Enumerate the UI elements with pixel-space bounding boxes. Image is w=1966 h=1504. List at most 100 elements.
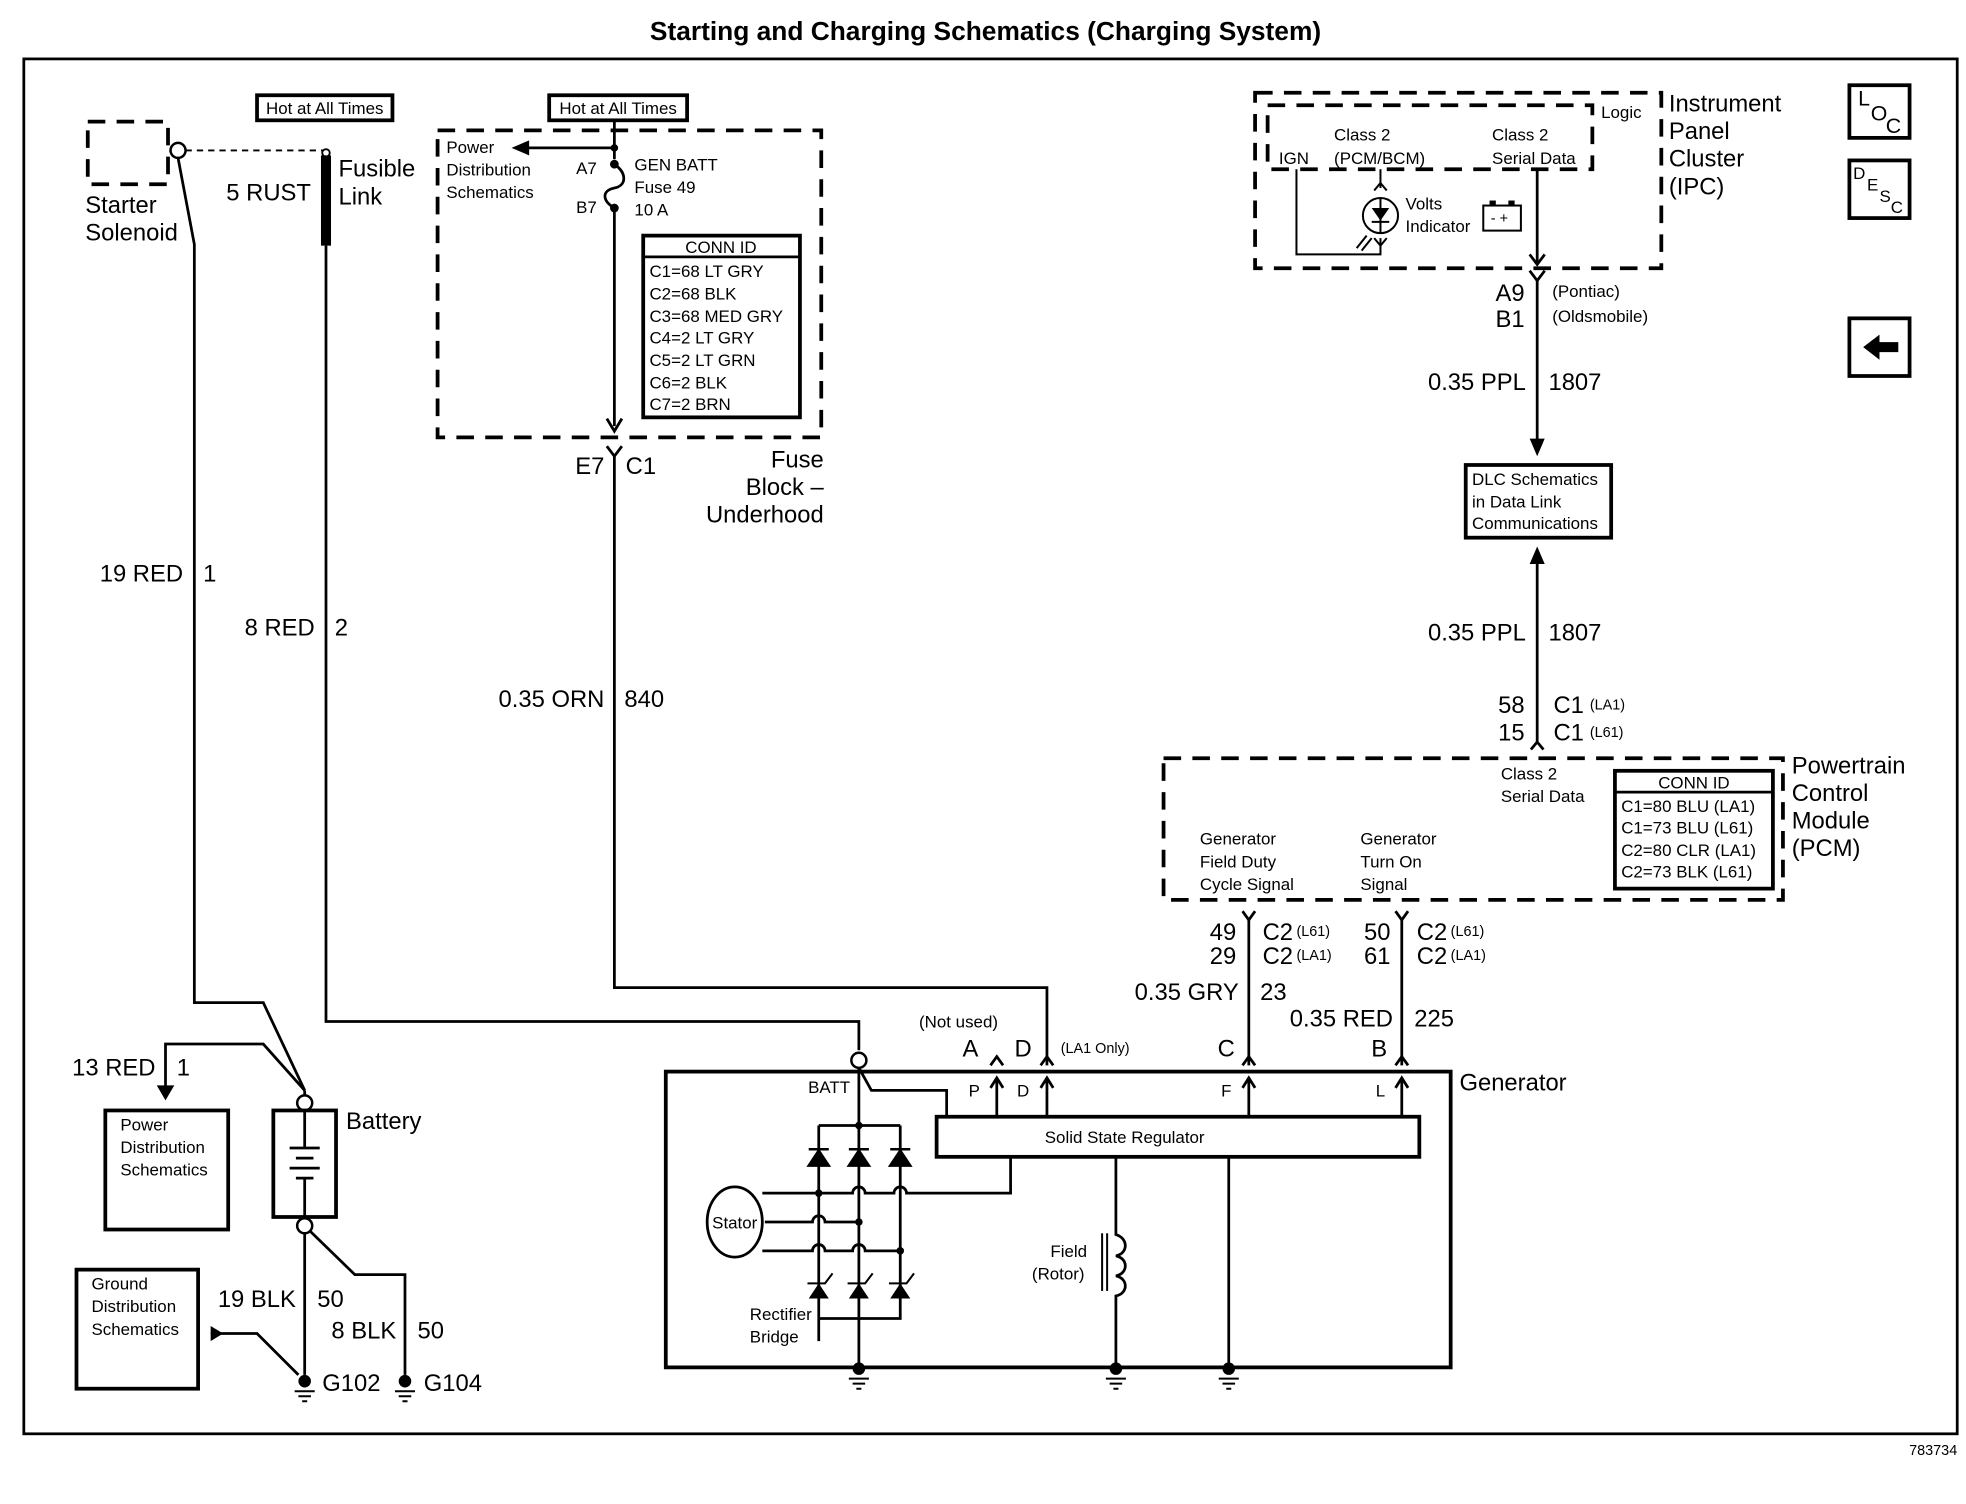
pcm-field-pin-29: 29: [1210, 943, 1236, 970]
field-label-2: (Rotor): [1032, 1265, 1085, 1284]
power-distribution-link[interactable]: Power Distribution Schematics: [103, 1108, 231, 1232]
pcm-conn-id-table: CONN ID C1=80 BLU (LA1) C1=73 BLU (L61) …: [1613, 768, 1775, 891]
wire-19red-label: 19 RED: [100, 561, 183, 588]
fuse-block-name-2: Block –: [746, 474, 825, 501]
fuse-conn-row: C1=68 LT GRY: [649, 262, 763, 281]
volts-indicator-label-1: Volts: [1406, 194, 1443, 213]
generator-la1-only: (LA1 Only): [1061, 1041, 1130, 1057]
wire-8blk-circuit: 50: [418, 1318, 444, 1345]
connector-e7-symbol: [605, 445, 624, 459]
svg-text:Power: Power: [120, 1116, 168, 1135]
fuse-conn-row: C5=2 LT GRN: [649, 351, 755, 370]
pcm-class2-1: Class 2: [1501, 765, 1557, 784]
svg-text:Ground: Ground: [92, 1275, 148, 1294]
battery-positive-terminal: [295, 1094, 314, 1112]
pcm-name-4: (PCM): [1792, 835, 1861, 862]
pcm-name-2: Control: [1792, 780, 1869, 807]
pcm-serial-conn-1: C1: [1553, 692, 1583, 719]
stator-label: Stator: [712, 1213, 757, 1232]
generator-ground-2: [1105, 1362, 1126, 1390]
svg-text:Hot at All Times: Hot at All Times: [266, 99, 383, 118]
pcm-turnon-conn-1: C2: [1417, 919, 1447, 946]
svg-text:Solid State Regulator: Solid State Regulator: [1045, 1128, 1205, 1147]
pcm-serial-note-l61: (L61): [1590, 725, 1624, 741]
generator-ground-1: [848, 1362, 869, 1390]
fuse-label-2: Fuse 49: [634, 178, 695, 197]
connector-c1: C1: [626, 453, 656, 480]
pcm-gen-field-1: Generator: [1200, 830, 1277, 849]
desc-letter-d: D: [1853, 164, 1865, 183]
generator-batt-terminal: [850, 1051, 868, 1070]
fuse-powerdist-1: Power: [446, 138, 494, 157]
pcm-conn-row: C1=73 BLU (L61): [1621, 818, 1753, 837]
pcm-turnon-pin-61: 61: [1364, 943, 1390, 970]
ipc-class2-serial-1: Class 2: [1492, 125, 1548, 144]
pcm-serial-note-la1: (LA1): [1590, 697, 1625, 713]
ipc-name-2: Panel: [1669, 118, 1730, 145]
fuse-conn-row: C2=68 BLK: [649, 285, 737, 304]
ipc-logic-outline: [1265, 103, 1595, 172]
pcm-name-3: Module: [1792, 807, 1870, 834]
rectifier-label-1: Rectifier: [750, 1305, 812, 1324]
ipc-pin-b1: B1: [1496, 306, 1525, 333]
back-button[interactable]: [1847, 316, 1912, 378]
wire-orn-circuit: 840: [624, 686, 664, 713]
gen-int-f: F: [1221, 1082, 1231, 1101]
wire-0-35-orn: [612, 456, 1049, 1066]
wire-red-label: 0.35 RED: [1290, 1005, 1393, 1032]
pcm-turnon-connector-symbol: [1394, 910, 1410, 923]
wire-orn-label: 0.35 ORN: [499, 686, 605, 713]
svg-text:Distribution: Distribution: [120, 1138, 205, 1157]
fuse-label-1: GEN BATT: [634, 155, 717, 174]
svg-text:in Data Link: in Data Link: [1472, 493, 1562, 512]
ground-g104-icon: [394, 1374, 416, 1403]
connector-e7-pin: E7: [575, 453, 604, 480]
gen-term-d: D: [1015, 1036, 1032, 1063]
desc-button[interactable]: D E S C: [1847, 158, 1912, 220]
rectifier-label-2: Bridge: [750, 1327, 799, 1346]
gen-term-b: B: [1371, 1036, 1387, 1063]
dlc-schematics-link[interactable]: DLC Schematics in Data Link Communicatio…: [1463, 463, 1614, 540]
pcm-conn-row: C1=80 BLU (LA1): [1621, 797, 1755, 816]
fuse-block-name-3: Underhood: [706, 502, 824, 529]
hot-label-2: Hot at All Times: [547, 93, 689, 123]
pcm-field-note-1: (L61): [1296, 924, 1330, 940]
fusible-label-1: Fusible: [339, 156, 416, 183]
pcm-serial-pin-15: 15: [1498, 720, 1524, 747]
generator-outline: [663, 1069, 1453, 1370]
wire-ppl2-circuit: 1807: [1548, 619, 1601, 646]
pcm-conn-id-header: CONN ID: [1658, 773, 1729, 792]
ground-distribution-link[interactable]: Ground Distribution Schematics: [74, 1267, 200, 1391]
wire-19blk-label: 19 BLK: [218, 1286, 296, 1313]
pcm-field-connector-symbol: [1241, 910, 1257, 923]
wire-19-red: [176, 157, 306, 1091]
fusible-label-2: Link: [339, 183, 383, 210]
pcm-gen-field-2: Field Duty: [1200, 852, 1277, 871]
starter-label-2: Solenoid: [85, 220, 178, 247]
fuse-pin-b7: B7: [576, 198, 597, 217]
ipc-name-3: Cluster: [1669, 146, 1744, 173]
loc-button[interactable]: L O C: [1847, 83, 1912, 140]
left-arrow-icon: [1863, 334, 1899, 360]
ground-g104-label: G104: [424, 1370, 482, 1397]
volts-indicator-led-icon: [1355, 197, 1400, 252]
figure-id: 783734: [1909, 1443, 1957, 1459]
wire-ppl1-label: 0.35 PPL: [1428, 369, 1526, 396]
ipc-outline: [1253, 90, 1664, 271]
gen-int-d: D: [1017, 1082, 1029, 1101]
pcm-serial-pin-58: 58: [1498, 692, 1524, 719]
pcm-field-note-2: (LA1): [1296, 948, 1331, 964]
svg-text:Schematics: Schematics: [92, 1320, 179, 1339]
wire-13-red: [164, 1042, 306, 1092]
desc-letter-e: E: [1867, 176, 1878, 195]
ipc-name-1: Instrument: [1669, 91, 1782, 118]
pcm-field-pin-49: 49: [1210, 919, 1236, 946]
diagram-frame: [22, 57, 1959, 1436]
page-title: Starting and Charging Schematics (Chargi…: [650, 16, 1321, 46]
battery-label: Battery: [346, 1108, 422, 1135]
svg-text:Hot at All Times: Hot at All Times: [559, 99, 676, 118]
ground-g102-icon: [294, 1374, 315, 1403]
fuse-conn-row: C3=68 MED GRY: [649, 307, 783, 326]
wire-8-blk: [308, 1229, 407, 1375]
